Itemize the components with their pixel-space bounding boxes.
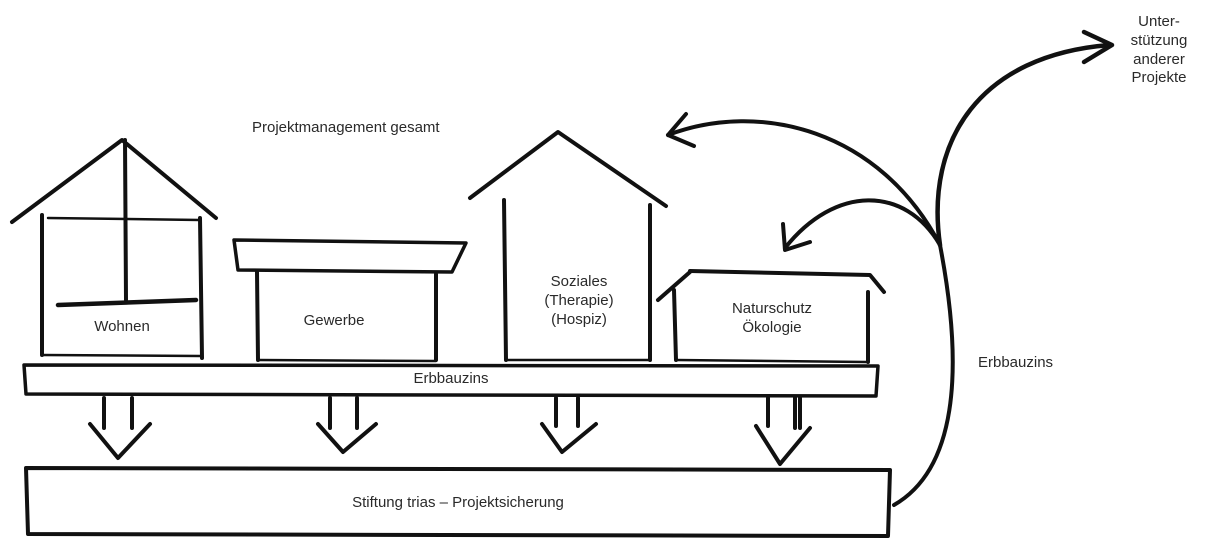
down-arrow — [754, 396, 812, 466]
gewerbe-label: Gewerbe — [303, 312, 365, 329]
project-management-label: Projektmanagement gesamt — [252, 119, 440, 136]
naturschutz-line-1: Naturschutz — [731, 300, 813, 317]
soziales-label: Soziales (Therapie) (Hospiz) — [506, 273, 652, 329]
house-soziales — [468, 130, 668, 362]
foundation-label: Stiftung trias – Projektsicherung — [352, 494, 564, 511]
support-line-2: stützung — [1130, 31, 1188, 49]
naturschutz-label: Naturschutz Ökologie — [676, 300, 868, 338]
house-wohnen — [10, 138, 218, 360]
arrow-to-project-management — [666, 112, 942, 247]
erbbauzins-bar — [22, 363, 880, 398]
down-arrows — [88, 396, 812, 466]
support-label: Unter- stützung anderer Projekte — [1118, 13, 1200, 88]
down-arrow — [316, 396, 378, 454]
support-line-1: Unter- — [1138, 13, 1180, 30]
erbbauzins-side-label: Erbbauzins — [978, 354, 1054, 371]
down-arrow — [540, 396, 598, 454]
soziales-line-1: Soziales — [550, 273, 608, 290]
naturschutz-line-2: Ökologie — [742, 318, 802, 336]
soziales-line-2: (Therapie) — [544, 291, 614, 309]
foundation-box — [24, 466, 892, 538]
down-arrow — [88, 396, 152, 460]
erbbauzins-bar-label: Erbbauzins — [413, 370, 489, 387]
wohnen-label: Wohnen — [94, 318, 150, 335]
arrow-to-naturschutz — [781, 198, 942, 252]
support-line-4: Projekte — [1131, 69, 1187, 87]
return-flow-curve — [892, 243, 955, 507]
house-naturschutz — [656, 269, 886, 364]
house-gewerbe — [232, 238, 468, 363]
arrow-to-support — [935, 29, 1115, 248]
soziales-line-3: (Hospiz) — [551, 310, 607, 328]
support-line-3: anderer — [1133, 50, 1185, 68]
